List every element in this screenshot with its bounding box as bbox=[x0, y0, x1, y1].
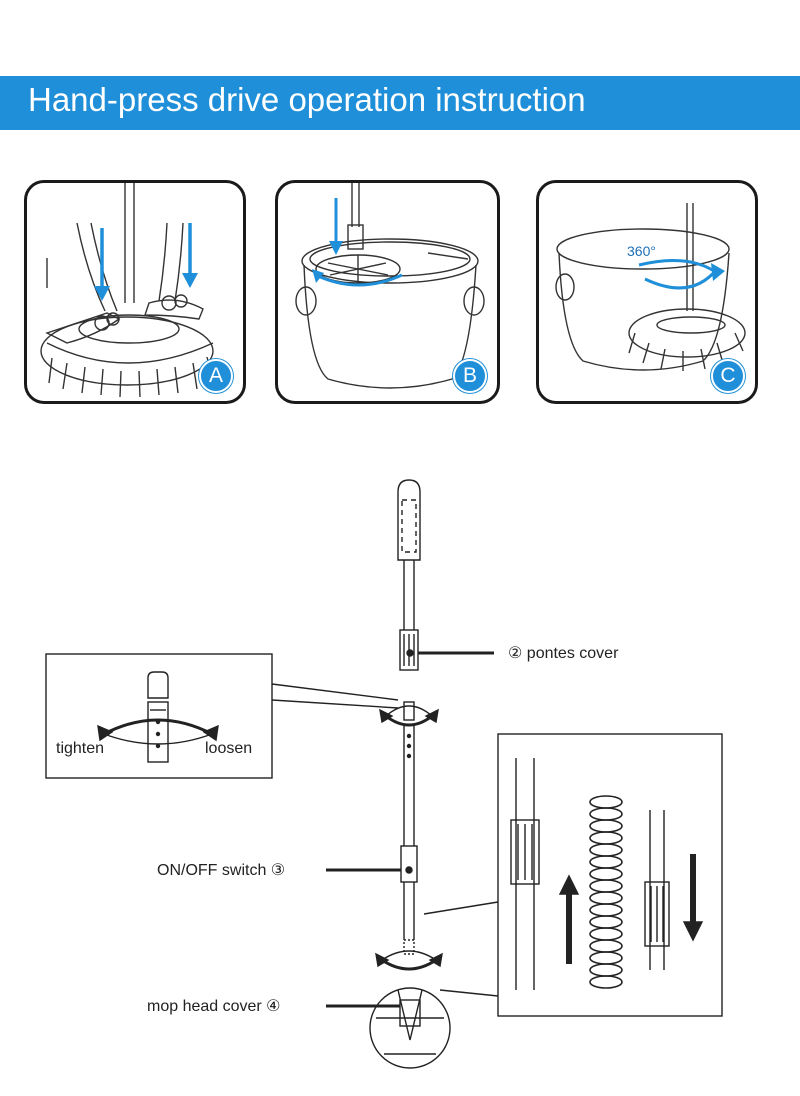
loosen-label: loosen bbox=[205, 740, 253, 757]
page-title: Hand-press drive operation instruction bbox=[28, 81, 586, 118]
title-banner: Hand-press drive operation instruction bbox=[0, 76, 800, 130]
rotation-label: 360° bbox=[627, 243, 656, 259]
step-a-panel: A bbox=[24, 180, 246, 404]
step-c-panel: 360° C bbox=[536, 180, 758, 404]
mop-handle-diagram bbox=[45, 479, 723, 1069]
switch-part bbox=[400, 845, 418, 883]
mop-head-cover-label: mop head cover ④ bbox=[147, 998, 281, 1015]
step-c-badge: C bbox=[711, 359, 745, 393]
pontes-cover-part bbox=[399, 629, 419, 671]
bucket-spin-illustration bbox=[295, 183, 485, 389]
tighten-label: tighten bbox=[56, 740, 105, 757]
tighten-loosen-detail bbox=[45, 653, 273, 779]
handle-grip bbox=[397, 479, 421, 561]
feet-pressing-mop-illustration bbox=[40, 183, 214, 398]
rotating-mop-illustration bbox=[555, 203, 746, 371]
spring-mechanism-detail bbox=[497, 733, 723, 1017]
on-off-switch-label: ON/OFF switch ③ bbox=[157, 862, 286, 879]
step-b-panel: B bbox=[275, 180, 500, 404]
step-a-badge: A bbox=[199, 359, 233, 393]
step-b-badge: B bbox=[453, 359, 487, 393]
mop-head-part bbox=[369, 987, 451, 1069]
pontes-cover-label: ② pontes cover bbox=[508, 645, 619, 662]
